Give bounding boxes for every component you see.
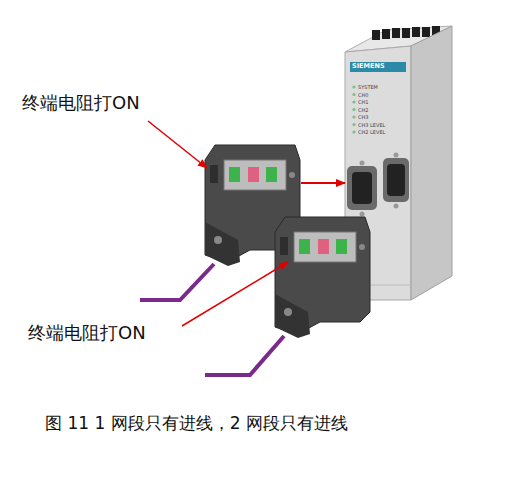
brand-label: SIEMENS	[352, 63, 385, 71]
leader-arrow	[301, 182, 345, 184]
led-label: CH3 LEVEL	[358, 122, 385, 128]
led-label: CH1	[358, 99, 368, 105]
profibus-connector	[275, 217, 370, 338]
profibus-cable	[205, 336, 284, 375]
leader-arrow	[182, 262, 288, 326]
profibus-connector	[205, 145, 300, 266]
callout-label: 终端电阻打ON	[22, 92, 140, 114]
figure-caption: 图 11 1 网段只有进线，2 网段只有进线	[45, 413, 348, 433]
profibus-cable	[140, 264, 214, 300]
led-label: SYSTEM	[358, 84, 378, 90]
led-label: CH0	[358, 92, 368, 98]
led-label: CH2 LEVEL	[358, 129, 385, 135]
led-label: CH3	[358, 114, 368, 120]
leader-arrow	[148, 121, 207, 168]
led-label: CH2	[358, 107, 368, 113]
callout-label: 终端电阻打ON	[28, 322, 146, 344]
